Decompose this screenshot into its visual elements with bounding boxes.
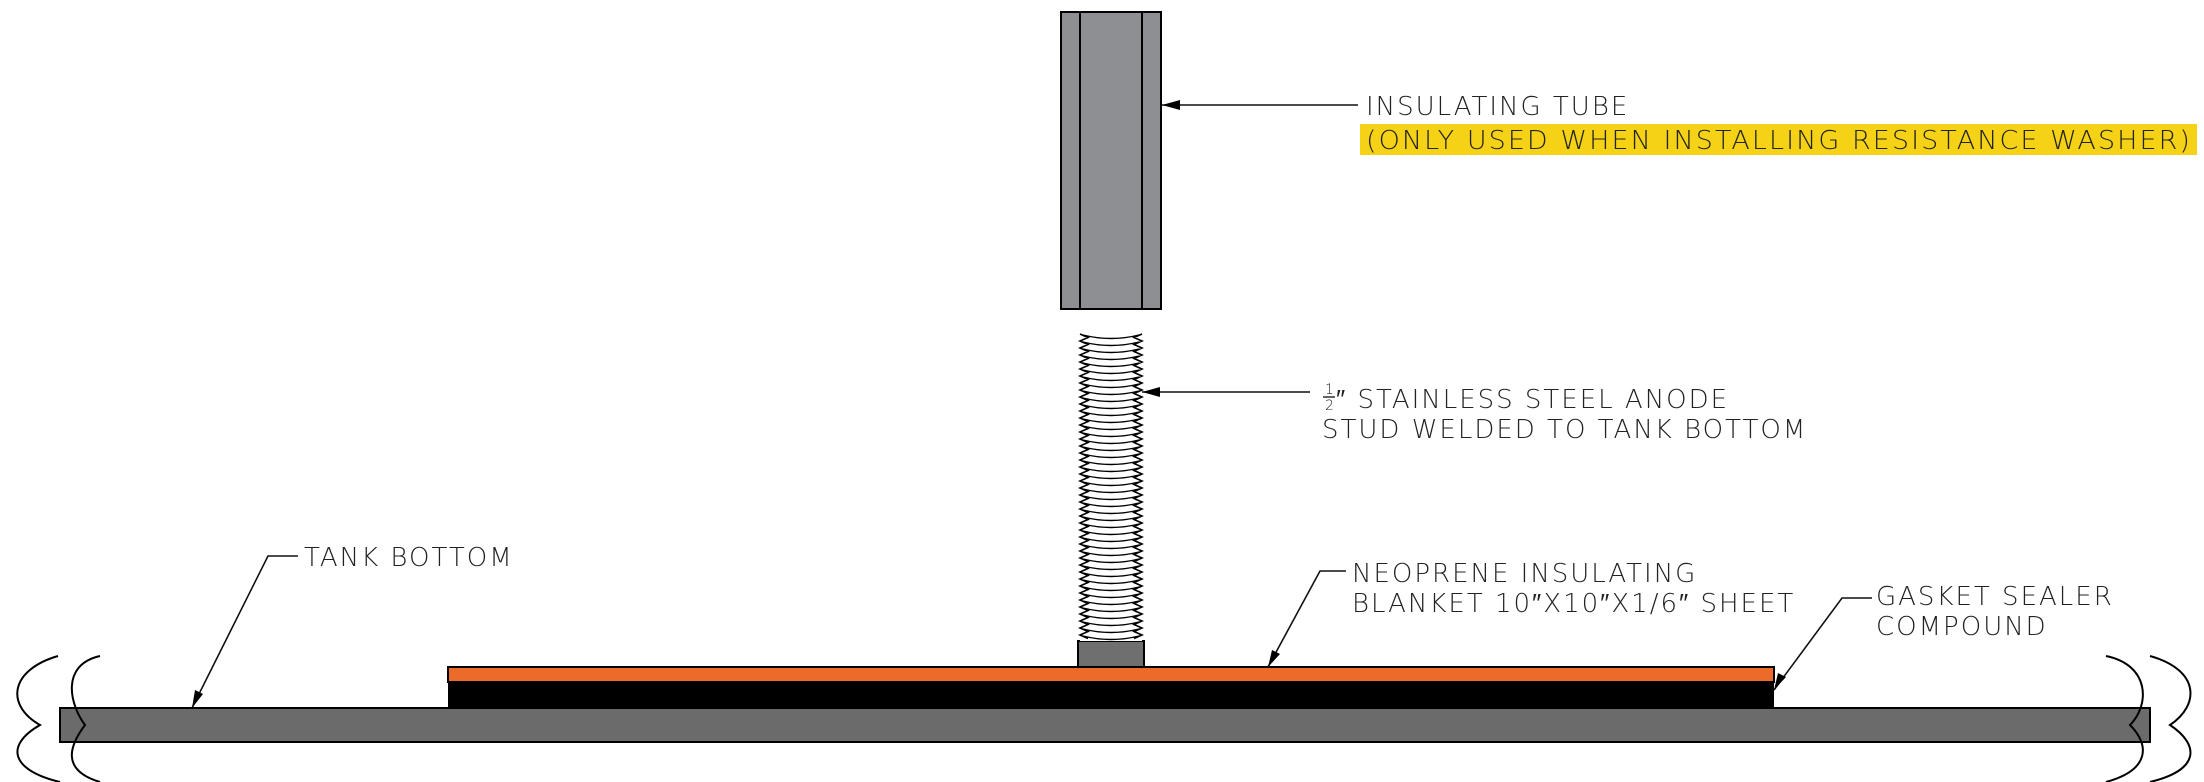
tube-note-highlight [1360,124,2197,155]
thread-line [1082,446,1140,452]
gasket-label-line2: COMPOUND [1876,612,2048,642]
thread-line [1082,418,1140,424]
neoprene-label-line1: NEOPRENE INSULATING [1352,559,1697,589]
thread-line [1082,439,1140,445]
break-symbol-right [2105,655,2192,782]
stud-label-line2: STUD WELDED TO TANK BOTTOM [1322,415,1807,445]
thread-line [1082,362,1140,368]
thread-line [1082,565,1140,571]
thread-line [1082,488,1140,494]
insulating-tube [1060,11,1162,310]
tube-note-label: (ONLY USED WHEN INSTALLING RESISTANCE WA… [1366,126,2192,156]
thread-line [1082,572,1140,578]
thread-line [1082,411,1140,417]
leader-stud [1142,387,1310,397]
tank-bottom-plate [59,707,2151,743]
leader-gasket [1773,597,1872,691]
thread-line [1082,558,1140,564]
stud-threads [1078,333,1144,641]
thread-line [1082,579,1140,585]
thread-line [1082,614,1140,620]
thread-line [1082,467,1140,473]
thread-line [1082,425,1140,431]
thread-line [1082,530,1140,536]
thread-line [1082,516,1140,522]
leader-neoprene [1267,570,1346,668]
thread-line [1082,334,1140,340]
thread-line [1082,635,1140,641]
thread-line [1082,355,1140,361]
thread-line [1082,593,1140,599]
leader-tank-bottom [191,555,298,709]
thread-line [1082,621,1140,627]
thread-line [1082,369,1140,375]
thread-line [1082,502,1140,508]
tank-bottom-label: TANK BOTTOM [304,543,514,573]
thread-line [1082,474,1140,480]
thread-line [1082,586,1140,592]
thread-line [1082,404,1140,410]
thread-line [1082,607,1140,613]
thread-line [1082,348,1140,354]
thread-line [1082,481,1140,487]
thread-line [1082,432,1140,438]
gasket-sealer-layer [448,682,1774,708]
thread-line [1082,495,1140,501]
thread-line [1082,551,1140,557]
thread-line [1082,397,1140,403]
neoprene-label-line2: BLANKET 10″X10″X1/6″ SHEET [1352,589,1795,619]
stud-base [1077,640,1145,668]
thread-line [1082,341,1140,347]
leader-insulating-tube [1162,100,1358,110]
thread-profile [1132,333,1144,640]
thread-line [1082,628,1140,634]
thread-line [1082,460,1140,466]
stud-fraction-numerator: 1 [1325,382,1334,398]
thread-line [1082,509,1140,515]
thread-line [1082,537,1140,543]
threaded-stud [1078,332,1144,641]
neoprene-blanket [447,666,1775,683]
thread-line [1082,523,1140,529]
thread-line [1082,600,1140,606]
thread-line [1082,376,1140,382]
stud-label-line1: ″ STAINLESS STEEL ANODE [1336,385,1729,415]
thread-profile [1078,333,1090,640]
thread-line [1082,544,1140,550]
gasket-label-line1: GASKET SEALER [1876,582,2114,612]
thread-line [1082,453,1140,459]
insulating-tube-label: INSULATING TUBE [1366,92,1629,122]
break-symbol-left [16,655,101,782]
thread-line [1082,390,1140,396]
thread-line [1082,383,1140,389]
stud-fraction-denominator: 2 [1325,398,1334,414]
